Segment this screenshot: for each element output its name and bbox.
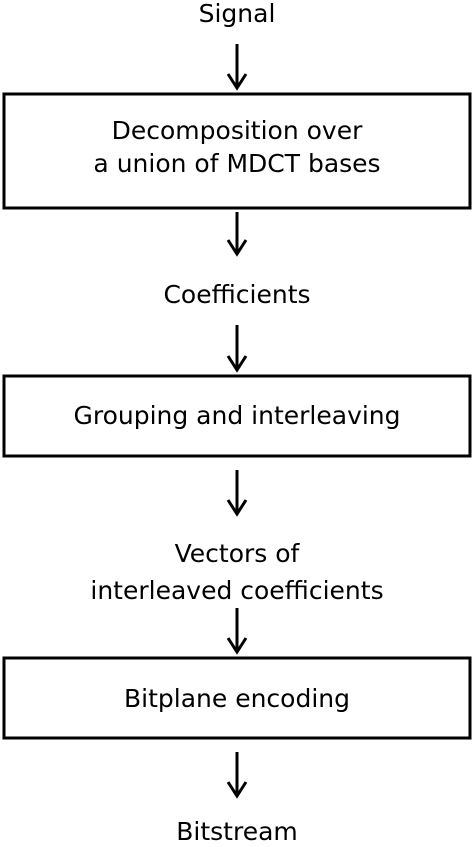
arrow-bitplane-to-bitstream [226,752,248,799]
bitstream-label: Bitstream [176,817,298,846]
arrow-coefficients-to-grouping [226,325,248,373]
arrow-grouping-to-vectors [226,470,248,517]
grouping-box: Grouping and interleaving [2,374,472,458]
coefficients-label: Coefficients [163,280,310,309]
vectors-line2: interleaved coefficients [90,576,383,605]
vectors-line1: Vectors of [175,539,301,568]
arrow-vectors-to-bitplane [226,608,248,655]
decomposition-line2: a union of MDCT bases [93,149,380,178]
decomposition-box: Decomposition over a union of MDCT bases [2,92,472,210]
arrow-decomposition-to-coefficients [226,212,248,257]
bitplane-box: Bitplane encoding [2,656,472,740]
signal-label: Signal [199,0,276,28]
decomposition-line1: Decomposition over [112,116,363,145]
grouping-label: Grouping and interleaving [73,401,400,430]
bitplane-label: Bitplane encoding [124,684,350,713]
arrow-signal-to-decomposition [226,44,248,91]
